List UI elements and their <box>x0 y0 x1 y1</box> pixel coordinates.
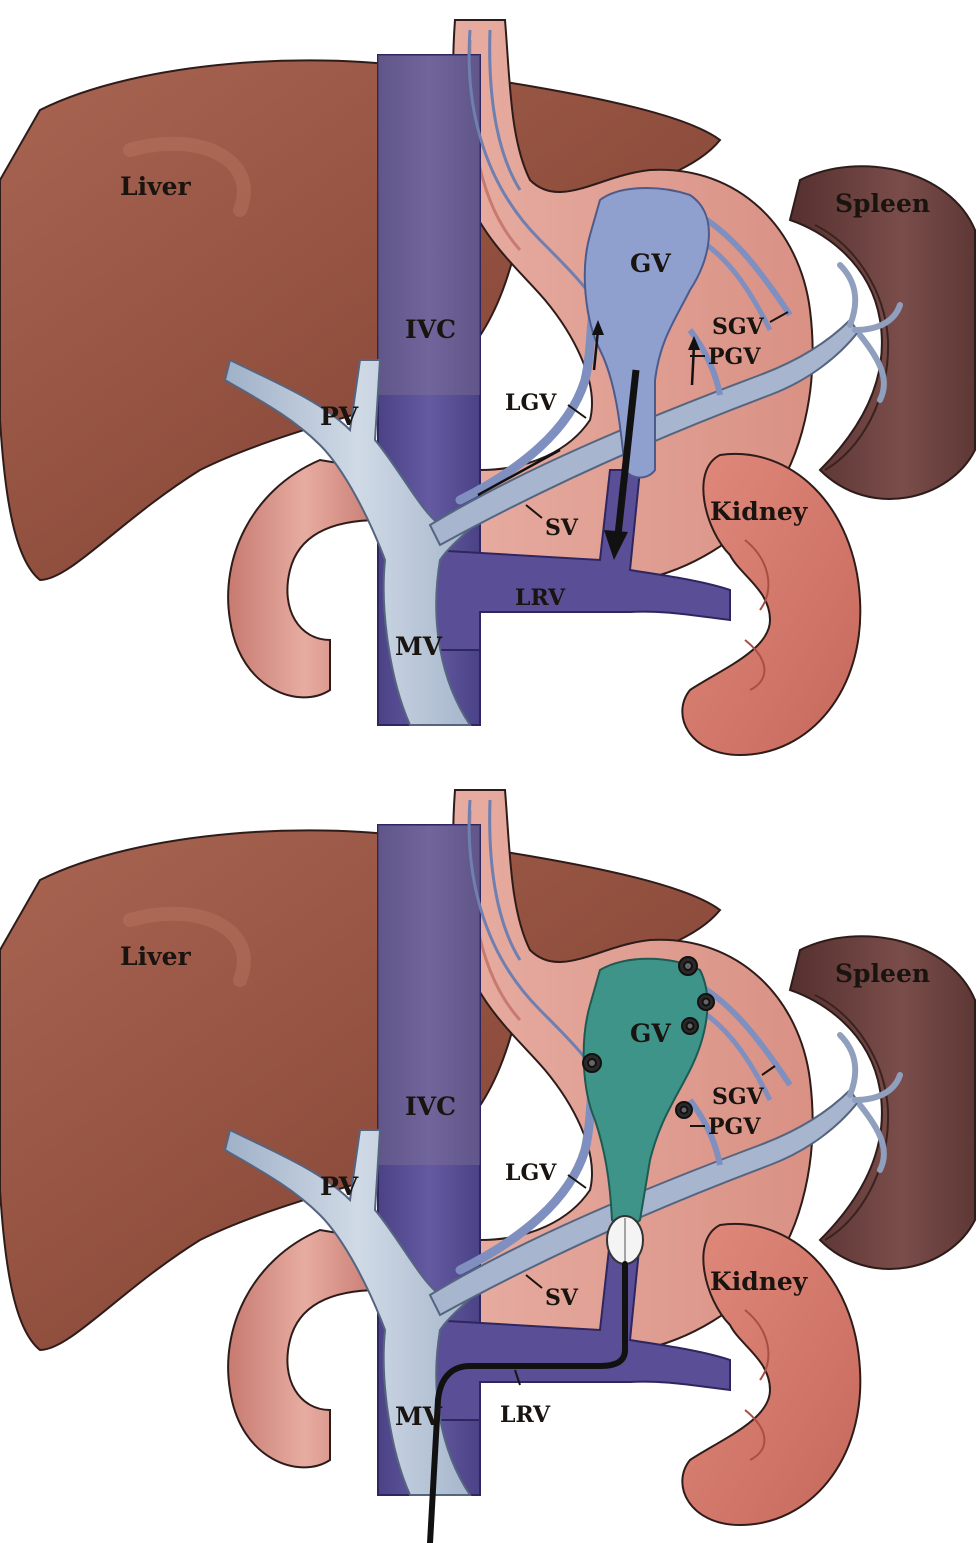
label-sv: SV <box>545 515 579 541</box>
label-sgv: SGV <box>712 1084 765 1110</box>
label-mv: MV <box>395 1402 443 1431</box>
flow-arrow-up-left <box>592 329 600 371</box>
flow-arrow-up-left-head <box>592 320 604 335</box>
label-spleen: Spleen <box>835 189 930 218</box>
leader-lgv <box>567 1174 587 1189</box>
label-spleen: Spleen <box>835 959 930 988</box>
flow-arrow-lgv <box>477 448 561 497</box>
label-ivc: IVC <box>405 315 456 344</box>
label-lgv: LGV <box>505 1160 557 1186</box>
leader-sv <box>525 1274 543 1289</box>
embolization-coils <box>582 956 715 1119</box>
label-pv: PV <box>320 1172 359 1201</box>
label-gv: GV <box>630 249 671 278</box>
label-pv: PV <box>320 402 359 431</box>
label-mv: MV <box>395 632 443 661</box>
leader-lrv <box>514 1369 521 1386</box>
label-lgv: LGV <box>505 390 557 416</box>
gastric-varix-after <box>582 957 709 1227</box>
label-lrv: LRV <box>500 1402 551 1428</box>
label-ivc: IVC <box>405 1092 456 1121</box>
panel-after: Liver Spleen GV IVC SGV PGV LGV PV SV Ki… <box>0 790 975 1543</box>
label-gv: GV <box>630 1019 671 1048</box>
label-pgv: PGV <box>708 344 761 370</box>
label-lrv: LRV <box>515 585 566 611</box>
label-liver: Liver <box>120 942 192 971</box>
label-kidney: Kidney <box>710 497 809 526</box>
leader-sgv <box>761 1065 776 1076</box>
label-sv: SV <box>545 1285 579 1311</box>
leader-lgv <box>567 404 587 419</box>
panel-before: Liver Spleen GV IVC SGV PGV LGV PV SV Ki… <box>0 20 975 755</box>
leader-sv <box>525 504 543 519</box>
gastric-varix-before <box>583 187 710 479</box>
label-liver: Liver <box>120 172 192 201</box>
label-pgv: PGV <box>708 1114 761 1140</box>
flow-arrow-down <box>614 369 640 536</box>
flow-arrow-up-right <box>690 344 696 386</box>
catheter <box>427 1261 628 1543</box>
flow-arrow-up-right-head <box>688 336 700 350</box>
label-kidney: Kidney <box>710 1267 809 1296</box>
leader-sgv <box>769 311 789 323</box>
flow-arrow-head <box>604 530 628 560</box>
label-sgv: SGV <box>712 314 765 340</box>
